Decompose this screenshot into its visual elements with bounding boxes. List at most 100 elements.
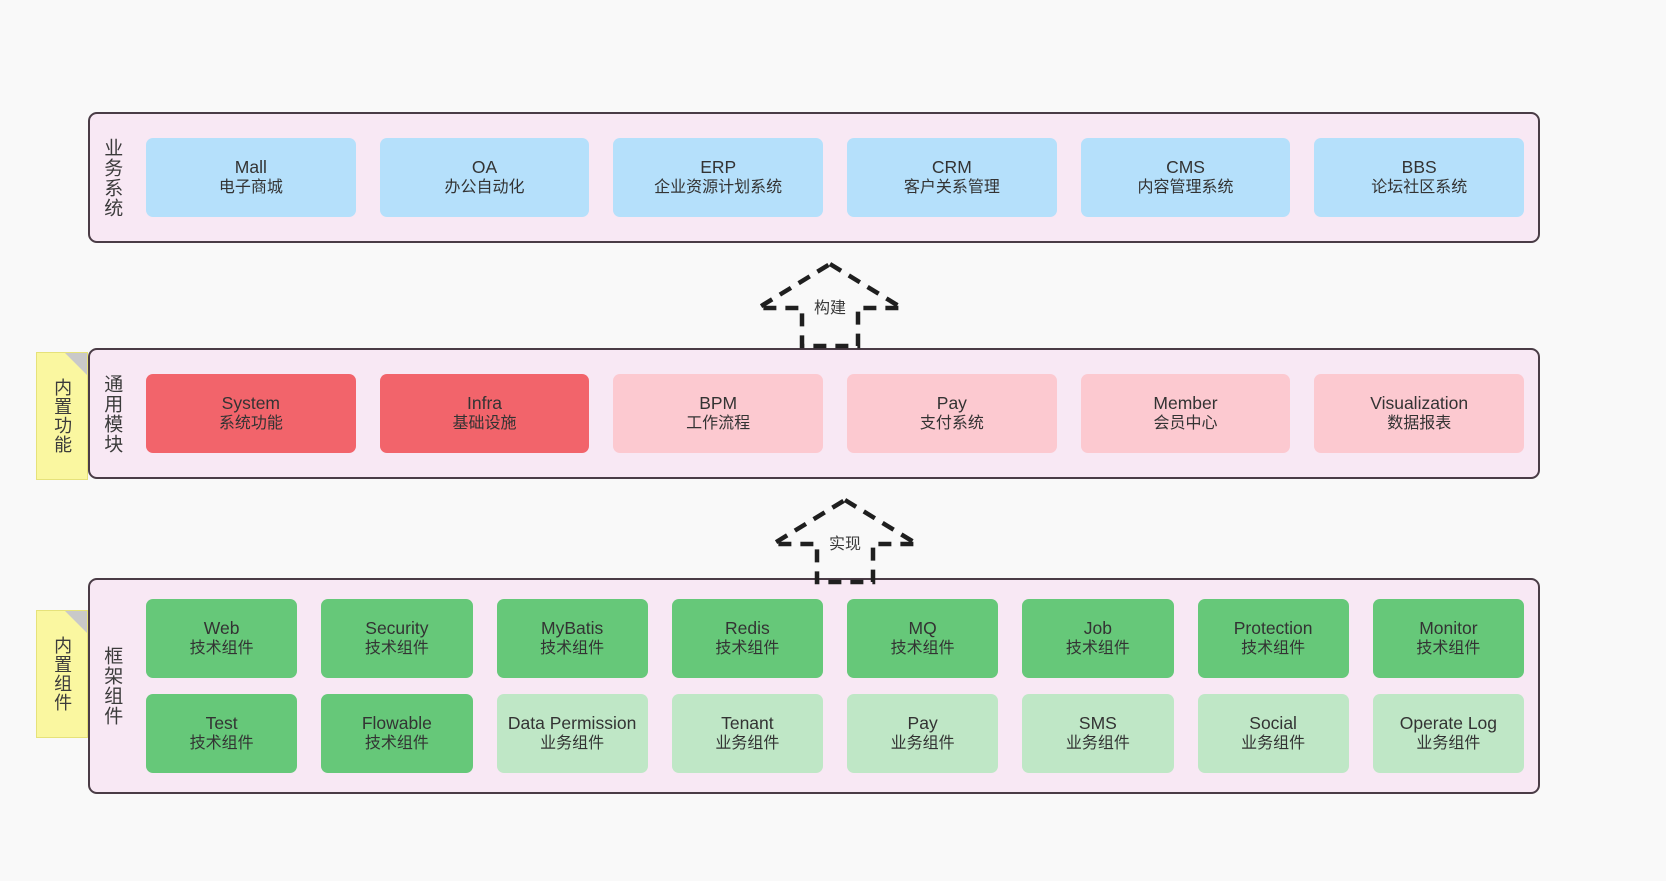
node-title: SMS [1078, 713, 1117, 734]
node-title: OA [471, 157, 498, 178]
layer-label-business-systems: 业务系统 [101, 137, 123, 218]
node-subtitle: 系统功能 [218, 415, 283, 433]
node-member[interactable]: Member 会员中心 [1080, 374, 1291, 453]
node-subtitle: 内容管理系统 [1137, 179, 1234, 197]
layer-body-business-systems: Mall 电子商城 OA 办公自动化 ERP 企业资源计划系统 CRM 客户关系… [132, 114, 1538, 241]
node-title: BPM [699, 393, 738, 414]
sticky-note-label: 内置组件 [52, 636, 73, 712]
implement-arrow-glyph [765, 497, 925, 585]
node-subtitle: 客户关系管理 [903, 179, 1000, 197]
node-title: Data Permission [507, 712, 637, 733]
node-tenant[interactable]: Tenant 业务组件 [671, 694, 823, 773]
node-subtitle: 支付系统 [919, 415, 984, 433]
node-operate-log[interactable]: Operate Log 业务组件 [1372, 694, 1524, 773]
node-title: Job [1083, 618, 1112, 639]
node-protection[interactable]: Protection 技术组件 [1197, 599, 1349, 678]
node-title: System [221, 393, 281, 414]
node-title: Social [1249, 713, 1297, 734]
node-job[interactable]: Job 技术组件 [1022, 599, 1174, 678]
node-social[interactable]: Social 业务组件 [1197, 694, 1349, 773]
node-title: Flowable [361, 713, 432, 734]
node-subtitle: 办公自动化 [444, 179, 525, 197]
node-system[interactable]: System 系统功能 [146, 374, 356, 453]
node-mq[interactable]: MQ 技术组件 [847, 599, 999, 678]
node-flowable[interactable]: Flowable 技术组件 [321, 694, 473, 773]
node-sms[interactable]: SMS 业务组件 [1022, 694, 1174, 773]
node-subtitle: 工作流程 [686, 415, 751, 433]
layer-label-framework-components: 框架组件 [101, 646, 123, 726]
node-test[interactable]: Test 技术组件 [146, 694, 298, 773]
implement-arrow: 实现 [765, 494, 925, 586]
node-subtitle: 电子商城 [218, 179, 283, 197]
node-subtitle: 业务组件 [890, 735, 955, 753]
node-title: MyBatis [541, 618, 604, 639]
node-subtitle: 数据报表 [1387, 415, 1452, 433]
node-subtitle: 技术组件 [364, 735, 429, 753]
node-title: Visualization [1370, 393, 1469, 414]
layer-framework-components: 框架组件 Web 技术组件 Security 技术组件 MyBatis 技术组件… [88, 578, 1540, 794]
node-row: Test 技术组件 Flowable 技术组件 Data Permission … [146, 694, 1524, 773]
node-subtitle: 业务组件 [540, 734, 605, 752]
node-monitor[interactable]: Monitor 技术组件 [1372, 599, 1524, 678]
note-fold-corner-icon [65, 353, 87, 375]
node-crm[interactable]: CRM 客户关系管理 [847, 138, 1057, 217]
node-security[interactable]: Security 技术组件 [321, 599, 473, 678]
node-oa[interactable]: OA 办公自动化 [379, 138, 590, 217]
node-title: Web [203, 618, 240, 639]
node-title: Monitor [1419, 618, 1478, 639]
implement-arrow-label: 实现 [826, 530, 864, 554]
node-pay-component[interactable]: Pay 业务组件 [847, 694, 999, 773]
note-fold-corner-icon [65, 611, 87, 633]
build-arrow: 构建 [750, 258, 910, 350]
node-title: CRM [931, 157, 972, 178]
layer-body-framework-components: Web 技术组件 Security 技术组件 MyBatis 技术组件 Redi… [132, 580, 1538, 792]
node-title: MQ [908, 618, 937, 639]
node-mall[interactable]: Mall 电子商城 [146, 138, 356, 217]
node-subtitle: 技术组件 [715, 640, 780, 658]
node-title: Pay [907, 713, 938, 734]
node-subtitle: 技术组件 [540, 640, 605, 658]
node-subtitle: 业务组件 [1416, 735, 1481, 753]
node-subtitle: 技术组件 [364, 640, 429, 658]
node-erp[interactable]: ERP 企业资源计划系统 [613, 138, 824, 217]
build-arrow-glyph [750, 261, 910, 349]
node-subtitle: 技术组件 [189, 640, 254, 658]
node-redis[interactable]: Redis 技术组件 [671, 599, 823, 678]
node-subtitle: 技术组件 [1241, 640, 1306, 658]
node-subtitle: 技术组件 [1416, 640, 1481, 658]
node-web[interactable]: Web 技术组件 [146, 599, 298, 678]
node-subtitle: 企业资源计划系统 [654, 179, 783, 197]
node-title: CMS [1166, 157, 1205, 178]
node-mybatis[interactable]: MyBatis 技术组件 [496, 599, 648, 678]
node-bpm[interactable]: BPM 工作流程 [613, 374, 824, 453]
sticky-note-built-in-components: 内置组件 [36, 610, 88, 738]
node-title: Protection [1233, 618, 1313, 639]
layer-common-modules: 通用模块 System 系统功能 Infra 基础设施 BPM 工作流程 Pay… [88, 348, 1540, 479]
node-cms[interactable]: CMS 内容管理系统 [1080, 138, 1291, 217]
layer-body-common-modules: System 系统功能 Infra 基础设施 BPM 工作流程 Pay 支付系统… [132, 350, 1538, 477]
node-visualization[interactable]: Visualization 数据报表 [1314, 374, 1525, 453]
node-title: Infra [466, 393, 503, 414]
node-subtitle: 技术组件 [1065, 640, 1130, 658]
node-title: ERP [700, 157, 737, 178]
node-title: Redis [725, 618, 770, 639]
node-subtitle: 技术组件 [890, 640, 955, 658]
node-subtitle: 技术组件 [189, 735, 254, 753]
node-row: Mall 电子商城 OA 办公自动化 ERP 企业资源计划系统 CRM 客户关系… [146, 138, 1525, 217]
node-subtitle: 业务组件 [1065, 735, 1130, 753]
layer-label-common-modules: 通用模块 [101, 373, 123, 454]
node-infra[interactable]: Infra 基础设施 [379, 374, 590, 453]
node-title: Test [205, 713, 238, 734]
node-pay-module[interactable]: Pay 支付系统 [847, 374, 1057, 453]
node-title: Pay [936, 393, 967, 414]
node-subtitle: 会员中心 [1153, 415, 1218, 433]
node-subtitle: 业务组件 [715, 735, 780, 753]
node-title: Tenant [721, 713, 774, 734]
node-title: Operate Log [1399, 713, 1498, 734]
node-data-permission[interactable]: Data Permission 业务组件 [496, 694, 648, 773]
node-title: Member [1153, 393, 1218, 414]
node-bbs[interactable]: BBS 论坛社区系统 [1314, 138, 1525, 217]
node-row: System 系统功能 Infra 基础设施 BPM 工作流程 Pay 支付系统… [146, 374, 1525, 453]
node-subtitle: 基础设施 [452, 415, 517, 433]
